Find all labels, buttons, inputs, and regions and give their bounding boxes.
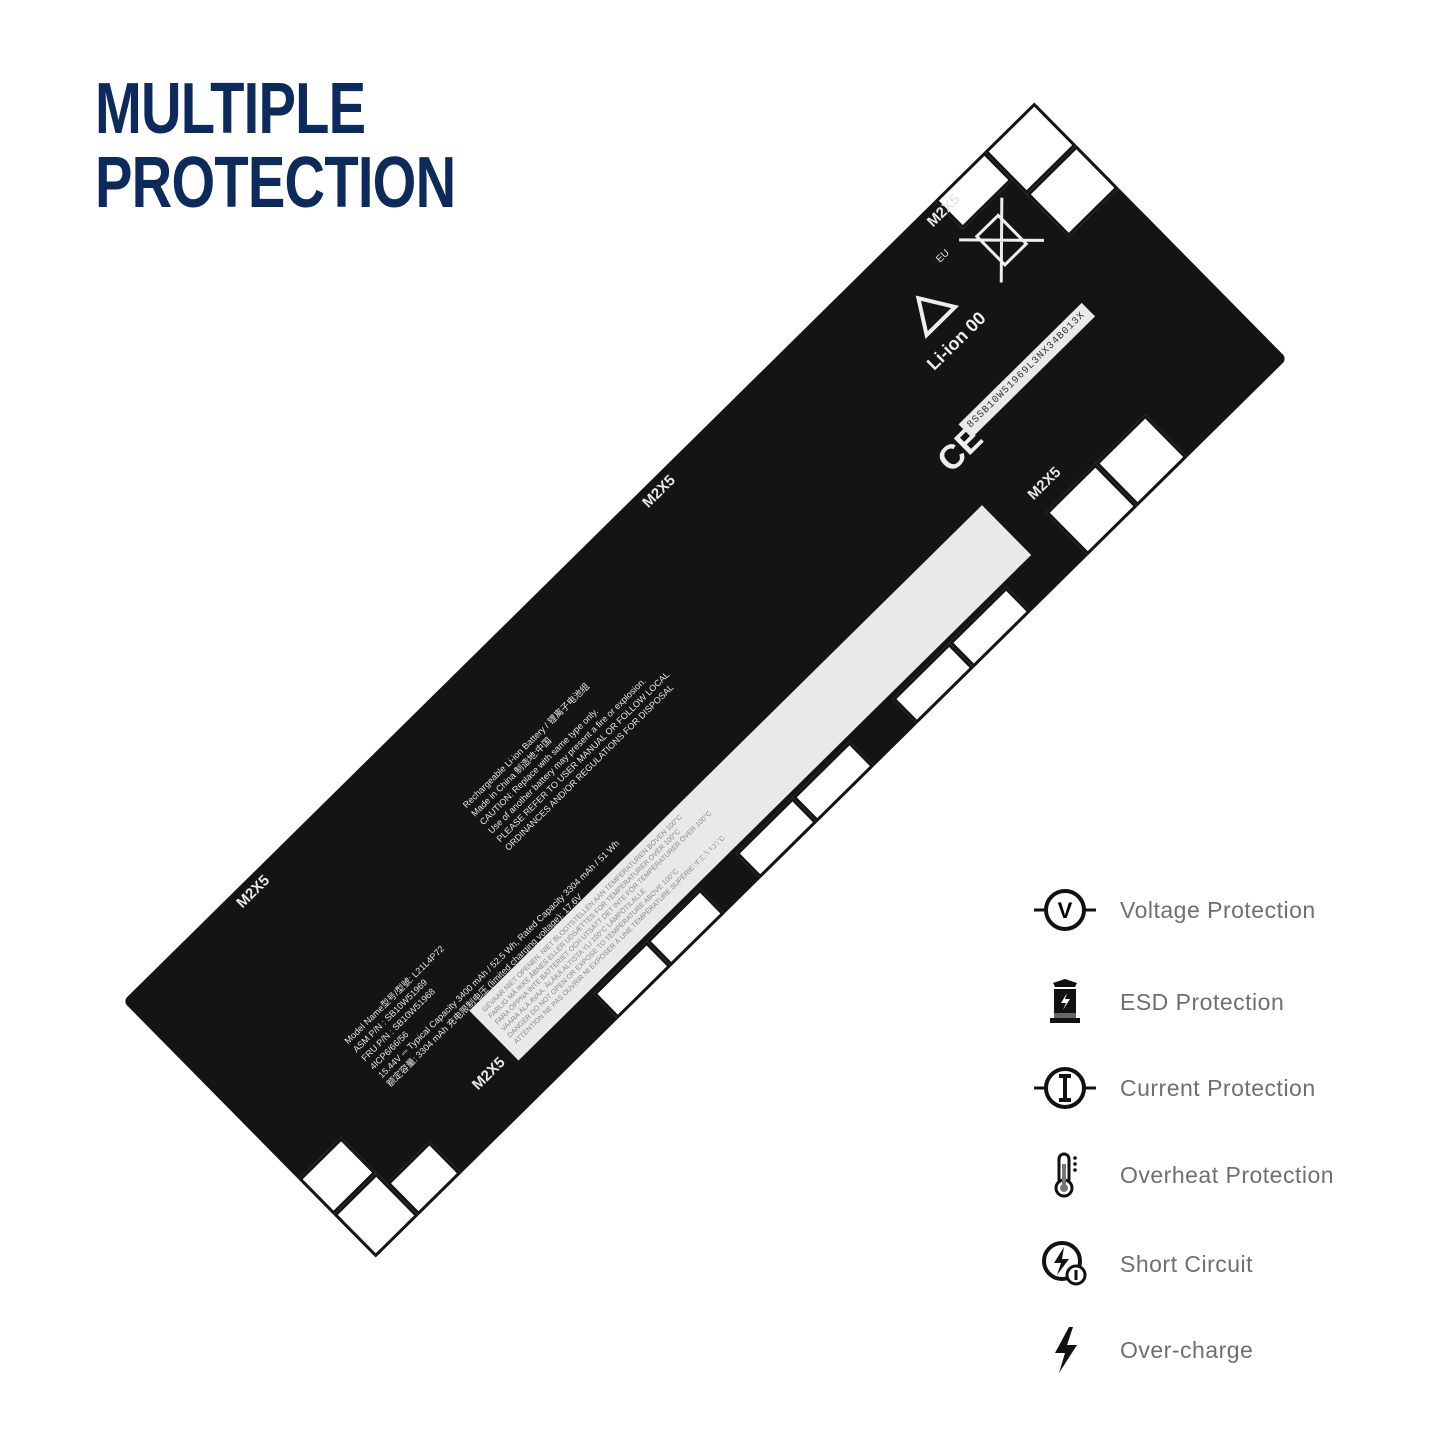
svg-text:V: V bbox=[1058, 898, 1073, 923]
feature-over-charge: Over-charge bbox=[1030, 1320, 1410, 1380]
feature-current: Current Protection bbox=[1030, 1058, 1410, 1118]
feature-voltage: V Voltage Protection bbox=[1030, 880, 1410, 940]
crossed-bin-icon bbox=[959, 197, 1044, 283]
feature-esd: ESD Protection bbox=[1030, 972, 1410, 1032]
esd-icon bbox=[1030, 974, 1100, 1030]
page-title: MULTIPLE PROTECTION bbox=[95, 69, 456, 223]
feature-short-circuit: Short Circuit bbox=[1030, 1234, 1410, 1294]
lightning-icon bbox=[1030, 1322, 1100, 1378]
voltage-icon: V bbox=[1030, 882, 1100, 938]
title-line-1: MULTIPLE bbox=[95, 69, 366, 149]
short-circuit-icon bbox=[1030, 1236, 1100, 1292]
current-icon bbox=[1030, 1060, 1100, 1116]
feature-overheat: Overheat Protection bbox=[1030, 1145, 1410, 1205]
title-line-2: PROTECTION bbox=[95, 143, 456, 223]
recycle-icon bbox=[915, 295, 960, 340]
thermometer-icon bbox=[1030, 1147, 1100, 1203]
